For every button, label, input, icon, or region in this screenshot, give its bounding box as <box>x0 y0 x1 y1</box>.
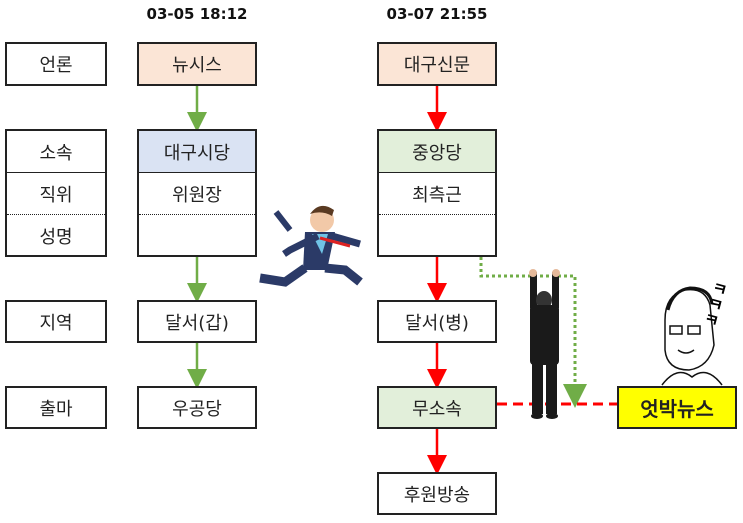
jumping-man-illustration <box>259 205 363 287</box>
col2-group: 중앙당 최측근 <box>377 129 497 257</box>
col1-name <box>139 215 255 257</box>
col1-region: 달서(갑) <box>137 300 257 343</box>
col2-press: 대구신문 <box>377 42 497 86</box>
timestamp-2: 03-07 21:55 <box>386 5 488 23</box>
label-affiliation: 소속 <box>7 131 105 173</box>
col1-press: 뉴시스 <box>137 42 257 86</box>
col1-candidacy: 우공당 <box>137 386 257 429</box>
col1-affiliation: 대구시당 <box>139 131 255 173</box>
col2-sponsor-broadcast: 후원방송 <box>377 472 497 515</box>
label-candidacy: 출마 <box>5 386 107 429</box>
col2-region: 달서(병) <box>377 300 497 343</box>
col2-affiliation: 중앙당 <box>379 131 495 173</box>
col2-name <box>379 215 495 257</box>
timestamp-1: 03-05 18:12 <box>146 5 248 23</box>
label-group: 소속 직위 성명 <box>5 129 107 257</box>
label-name: 성명 <box>39 227 73 248</box>
col2-position: 최측근 <box>379 173 495 215</box>
label-press: 언론 <box>5 42 107 86</box>
col1-position: 위원장 <box>139 173 255 215</box>
hanging-man-illustration <box>529 269 560 419</box>
col1-group: 대구시당 위원장 <box>137 129 257 257</box>
laughing-face-sketch <box>661 286 723 386</box>
col2-candidacy: 무소속 <box>377 386 497 429</box>
label-region: 지역 <box>5 300 107 343</box>
label-position: 직위 <box>7 173 105 215</box>
callout-box: 엇박뉴스 <box>617 386 737 429</box>
green-dotted-path <box>479 257 587 408</box>
